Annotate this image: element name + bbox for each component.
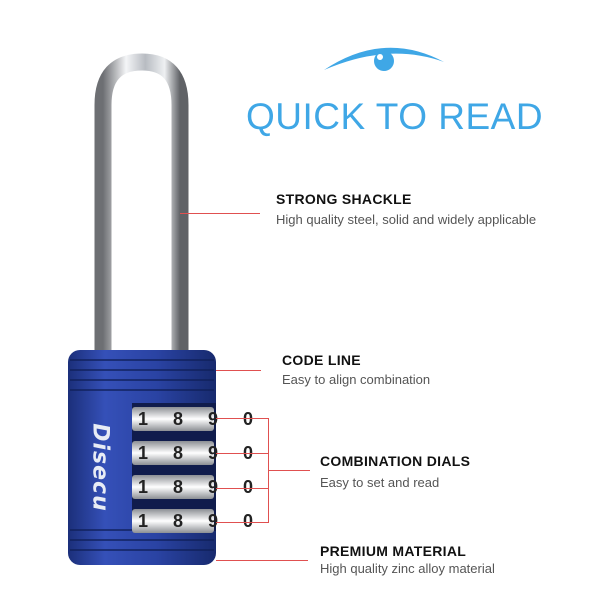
feature-desc-material: High quality zinc alloy material [320, 561, 495, 576]
eye-icon [324, 47, 444, 71]
feature-title-dials: COMBINATION DIALS [320, 453, 471, 469]
dial-digits-2: 1 8 9 0 [138, 443, 264, 463]
code-line-callout-line [216, 370, 261, 371]
brand-logo-text: Disecu [87, 423, 113, 512]
feature-desc-dials: Easy to set and read [320, 475, 440, 490]
feature-desc-shackle: High quality steel, solid and widely app… [276, 212, 537, 227]
shackle-callout-line [180, 213, 260, 214]
dial-callout-line-4 [216, 522, 268, 523]
dial-callout-line [268, 470, 310, 471]
feature-title-material: PREMIUM MATERIAL [320, 543, 467, 559]
dial-callout-line-3 [216, 488, 268, 489]
dial-callout-line-2 [216, 453, 268, 454]
dial-digits-4: 1 8 9 0 [138, 511, 264, 531]
feature-title-shackle: STRONG SHACKLE [276, 191, 412, 207]
feature-title-code-line: CODE LINE [282, 352, 361, 368]
feature-desc-code-line: Easy to align combination [282, 372, 431, 387]
dial-digits-3: 1 8 9 0 [138, 477, 264, 497]
brand-logo: Disecu [86, 405, 114, 525]
material-callout-line [216, 560, 308, 561]
headline: QUICK TO READ [246, 96, 544, 137]
dial-digits-1: 1 8 9 0 [138, 409, 264, 429]
dial-callout-line-1 [216, 418, 268, 419]
